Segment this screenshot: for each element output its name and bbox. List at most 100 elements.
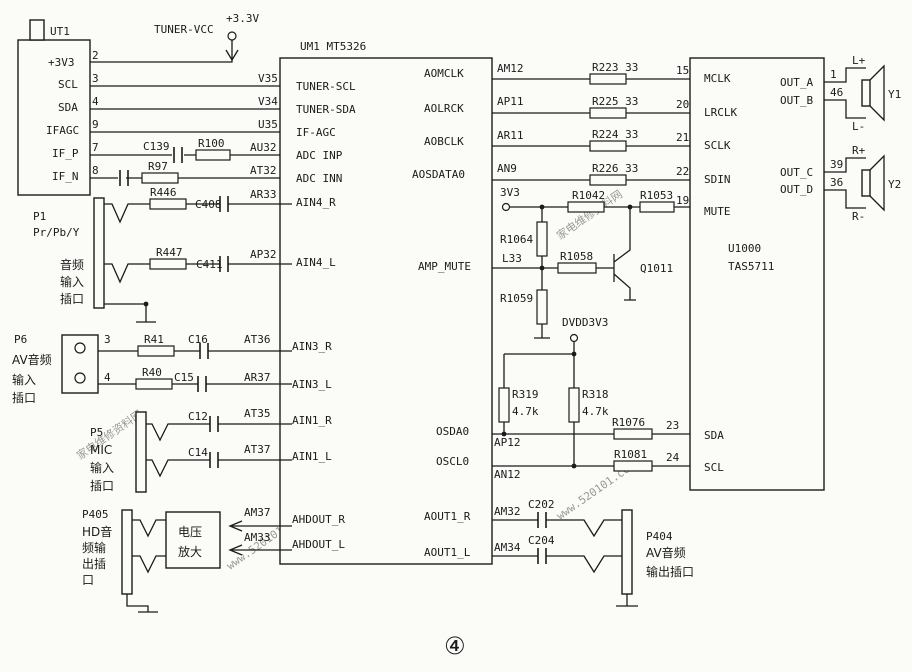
- wire-y2: [824, 157, 866, 209]
- r226-label: R226 33: [592, 162, 638, 175]
- svg-text:OUT_A: OUT_A: [780, 76, 813, 89]
- p5-ref: P5: [90, 426, 103, 439]
- svg-text:19: 19: [676, 194, 689, 207]
- r224-label: R224 33: [592, 128, 638, 141]
- p1-cn-line: 输入: [60, 274, 84, 289]
- ut1-pin-numbers: 2 3 4 9 7 8: [92, 49, 99, 177]
- y1-coil: [861, 79, 871, 107]
- p6-cn-line: 插口: [12, 391, 36, 405]
- svg-text:AMP_MUTE: AMP_MUTE: [418, 260, 471, 273]
- p405-cn-line: 频输: [82, 540, 106, 555]
- ut1-pin-num: 7: [92, 141, 99, 154]
- c204-label: C204: [528, 534, 555, 547]
- svg-text:AOMCLK: AOMCLK: [424, 67, 464, 80]
- wire-pullups: [503, 342, 575, 466]
- v3-terminal: [501, 202, 511, 212]
- p405-jack: [121, 509, 133, 595]
- u1000-left-pin-names: MCLK LRCLK SCLK SDIN MUTE SDA SCL: [704, 72, 737, 474]
- r446: [149, 198, 187, 210]
- ut1-body: [17, 39, 91, 196]
- u1000-left-pin-numbers: 15 20 21 22 19 23 24: [666, 64, 689, 464]
- svg-text:AIN3_L: AIN3_L: [292, 378, 332, 391]
- p404-ref: P404: [646, 530, 673, 543]
- net-dvdd-label: DVDD3V3: [562, 316, 608, 329]
- y2-plus: R+: [852, 144, 866, 157]
- svg-text:AIN4_R: AIN4_R: [296, 196, 336, 209]
- y1-cone: [869, 64, 885, 122]
- p1-cn-line: 音频: [60, 257, 84, 272]
- svg-text:AOSDATA0: AOSDATA0: [412, 168, 465, 181]
- r100: [195, 149, 231, 161]
- svg-text:AN12: AN12: [494, 468, 521, 481]
- wire-aout1-l: [492, 555, 622, 574]
- arrow-ahdout-r: [228, 520, 243, 532]
- r446-label: R446: [150, 186, 177, 199]
- r1042-label: R1042: [572, 189, 605, 202]
- svg-text:23: 23: [666, 419, 679, 432]
- ut1-tab: [29, 19, 45, 41]
- r318-value: 4.7k: [582, 405, 609, 418]
- ut1-pin-num: 9: [92, 118, 99, 131]
- r40: [135, 378, 173, 390]
- voltage-amplifier-block: [165, 511, 221, 569]
- amp-label: 放大: [178, 544, 202, 559]
- svg-text:SCL: SCL: [704, 461, 724, 474]
- svg-text:SCLK: SCLK: [704, 139, 731, 152]
- svg-text:OSCL0: OSCL0: [436, 455, 469, 468]
- svg-text:AR37: AR37: [244, 371, 271, 384]
- svg-text:39: 39: [830, 158, 843, 171]
- svg-text:V35: V35: [258, 72, 278, 85]
- wire-ain4-r: [104, 203, 292, 224]
- p404-jack: [621, 509, 633, 595]
- svg-text:U35: U35: [258, 118, 278, 131]
- svg-text:AM33: AM33: [244, 531, 271, 544]
- r223-label: R223 33: [592, 61, 638, 74]
- p6-pin-l: 4: [104, 371, 111, 384]
- svg-text:TUNER-SDA: TUNER-SDA: [296, 103, 356, 116]
- tuner-vcc-voltage: +3.3V: [226, 12, 259, 25]
- svg-text:AT36: AT36: [244, 333, 271, 346]
- svg-text:AN9: AN9: [497, 162, 517, 175]
- svg-text:AIN3_R: AIN3_R: [292, 340, 332, 353]
- svg-text:MCLK: MCLK: [704, 72, 731, 85]
- svg-text:V34: V34: [258, 95, 278, 108]
- wire-aout1-r: [492, 519, 622, 538]
- um1-ref: UM1 MT5326: [300, 40, 366, 53]
- r97-label: R97: [148, 160, 168, 173]
- svg-text:AIN1_L: AIN1_L: [292, 450, 332, 463]
- y1-ref: Y1: [888, 88, 901, 101]
- r40-label: R40: [142, 366, 162, 379]
- wire-ain1-r: [146, 423, 292, 442]
- r447: [149, 258, 187, 270]
- y2-minus: R-: [852, 210, 865, 223]
- r41: [137, 345, 175, 357]
- c16-label: C16: [188, 333, 208, 346]
- p5-cn-line: MIC: [90, 443, 112, 457]
- r1058-label: R1058: [560, 250, 593, 263]
- svg-text:AM12: AM12: [497, 62, 524, 75]
- ut1-pin-num: 3: [92, 72, 99, 85]
- svg-text:AOLRCK: AOLRCK: [424, 102, 464, 115]
- svg-text:AOUT1_L: AOUT1_L: [424, 546, 471, 559]
- p405-ref: P405: [82, 508, 109, 521]
- tuner-vcc-arrow: [225, 49, 239, 62]
- p6-cn-line: AV音频: [12, 352, 52, 367]
- svg-text:AHDOUT_R: AHDOUT_R: [292, 513, 345, 526]
- p405-ground: [126, 594, 158, 613]
- svg-text:22: 22: [676, 165, 689, 178]
- p404-cn-line: AV音频: [646, 545, 686, 560]
- svg-text:ADC INP: ADC INP: [296, 149, 343, 162]
- r1059-label: R1059: [500, 292, 533, 305]
- ut1-ref: UT1: [50, 25, 70, 38]
- um1-right-ball-labels: AM12 AP11 AR11 AN9 L33 AP12 AN12 AM32 AM…: [494, 62, 524, 554]
- p6-pin-r: 3: [104, 333, 111, 346]
- svg-text:20: 20: [676, 98, 689, 111]
- wire-ain1-l: [146, 459, 292, 478]
- u1000-right-pin-names: OUT_A OUT_B OUT_C OUT_D: [780, 76, 813, 196]
- p405-cn-line: 口: [82, 573, 94, 587]
- svg-text:TUNER-SCL: TUNER-SCL: [296, 80, 356, 93]
- svg-text:AR11: AR11: [497, 129, 524, 142]
- svg-text:AT32: AT32: [250, 164, 277, 177]
- svg-text:MUTE: MUTE: [704, 205, 731, 218]
- svg-text:OUT_B: OUT_B: [780, 94, 813, 107]
